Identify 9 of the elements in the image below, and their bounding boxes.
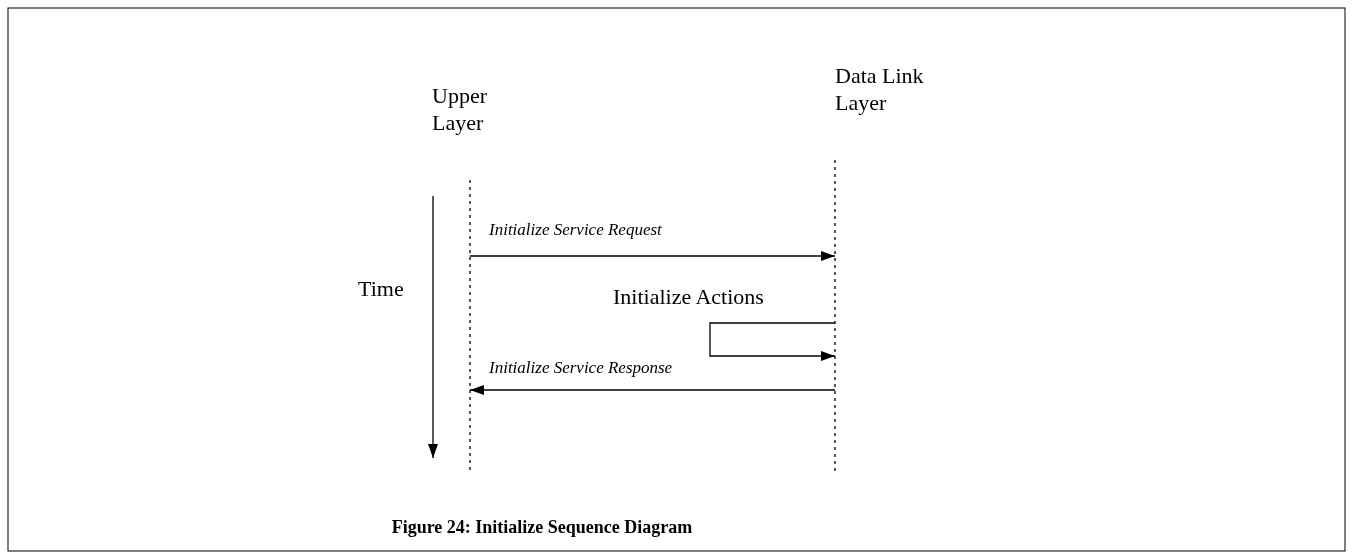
- caption: Figure 24: Initialize Sequence Diagram: [391, 517, 693, 537]
- message-label: Initialize Service Response: [487, 358, 675, 378]
- axis-label: Time: [358, 276, 404, 302]
- lifeline-title: Upper Layer: [432, 82, 488, 136]
- arrow: [709, 322, 836, 361]
- arrow: [469, 251, 836, 261]
- lifeline-title: Data Link Layer: [835, 62, 925, 116]
- message-label: Initialize Service Request: [487, 220, 664, 240]
- arrow: [469, 385, 836, 395]
